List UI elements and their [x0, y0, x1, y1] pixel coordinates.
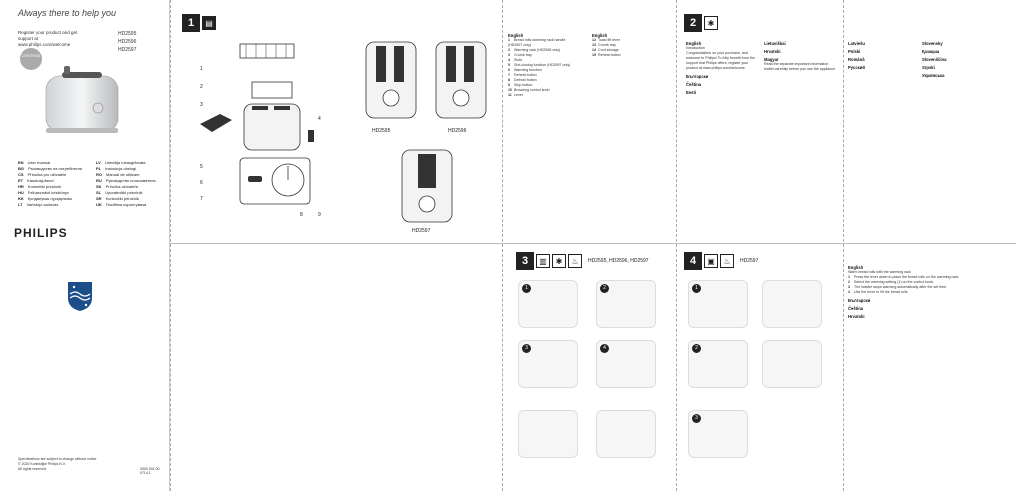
certification-badge: CERTIFIED — [20, 48, 42, 70]
cover-title: Always there to help you — [18, 8, 117, 18]
callout-5: 5 — [200, 164, 203, 170]
model-hd2596-illustration — [435, 41, 487, 119]
panel-models-label: HD2597 — [740, 258, 759, 264]
step-image — [596, 410, 656, 458]
step-image: 2 — [688, 340, 748, 388]
intro-column-4: Slovensky Қазақша Slovenščina Srpski Укр… — [922, 41, 947, 78]
model-hd2597-illustration — [401, 149, 453, 223]
callout-1: 1 — [200, 66, 203, 72]
fold-line — [170, 0, 171, 491]
intro-column-2: Lietuviškai Hrvatski Magyar Read the sep… — [764, 41, 836, 71]
snowflake-icon: ✱ — [552, 254, 566, 268]
callout-3: 3 — [200, 102, 203, 108]
intro-column-3: Latviešu Polski Română Русский — [848, 41, 865, 70]
product-overview-diagram — [200, 43, 314, 205]
book-icon: ▤ — [202, 16, 216, 30]
reheat-icon: ♨ — [720, 254, 734, 268]
step-image: 1 — [688, 280, 748, 328]
panel-number: 1 — [182, 14, 200, 32]
brand-wordmark: PHILIPS — [14, 226, 68, 240]
cover-models: HD2595 HD2596 HD2597 — [118, 31, 137, 53]
model-label: HD2596 — [448, 128, 467, 134]
panel-models-label: HD2595, HD2596, HD2597 — [588, 258, 649, 264]
intro-column-1: English Introduction Congratulations on … — [686, 41, 755, 95]
step-image — [518, 410, 578, 458]
step-image — [762, 280, 822, 328]
step-image: 1 — [518, 280, 578, 328]
section-divider — [170, 243, 1016, 244]
callout-7: 7 — [200, 196, 203, 202]
callout-8: 8 — [300, 212, 303, 218]
callout-2: 2 — [200, 84, 203, 90]
reheat-icon: ♨ — [568, 254, 582, 268]
copyright-notice: Specifications are subject to change wit… — [18, 457, 97, 471]
philips-shield-icon — [68, 282, 92, 311]
callout-6: 6 — [200, 180, 203, 186]
panel-number: 2 — [684, 14, 702, 32]
panel-number: 3 — [516, 252, 534, 270]
panel-2-header: 2 ✱ — [684, 14, 718, 32]
warm-icon: ▣ — [704, 254, 718, 268]
warming-instructions: English Warm bread rolls with the warmin… — [848, 265, 960, 319]
fold-line — [843, 0, 844, 491]
step-image: 2 — [596, 280, 656, 328]
panel-number: 4 — [684, 252, 702, 270]
step-image: 3 — [688, 410, 748, 458]
model-hd2595-illustration — [365, 41, 417, 119]
cover-subtitle: Register your product and get support at… — [18, 30, 78, 47]
document-code: 3000 001 00 0714.1 — [140, 467, 160, 475]
fold-line — [502, 0, 503, 491]
cover-panel: Always there to help you Register your p… — [0, 0, 170, 491]
step-image — [762, 340, 822, 388]
toaster-photo — [45, 66, 119, 133]
panel-4-header: 4 ▣ ♨ HD2597 — [684, 252, 758, 270]
bread-icon: ▥ — [536, 254, 550, 268]
callout-9: 9 — [318, 212, 321, 218]
step-image: 3 — [518, 340, 578, 388]
panel-1-header: 1 ▤ — [182, 14, 216, 32]
callout-4: 4 — [318, 116, 321, 122]
model-label: HD2597 — [412, 228, 431, 234]
step-image: 4 — [596, 340, 656, 388]
snowflake-icon: ✱ — [704, 16, 718, 30]
fold-line — [676, 0, 677, 491]
panel-3-header: 3 ▥ ✱ ♨ HD2595, HD2596, HD2597 — [516, 252, 649, 270]
model-label: HD2595 — [372, 128, 391, 134]
